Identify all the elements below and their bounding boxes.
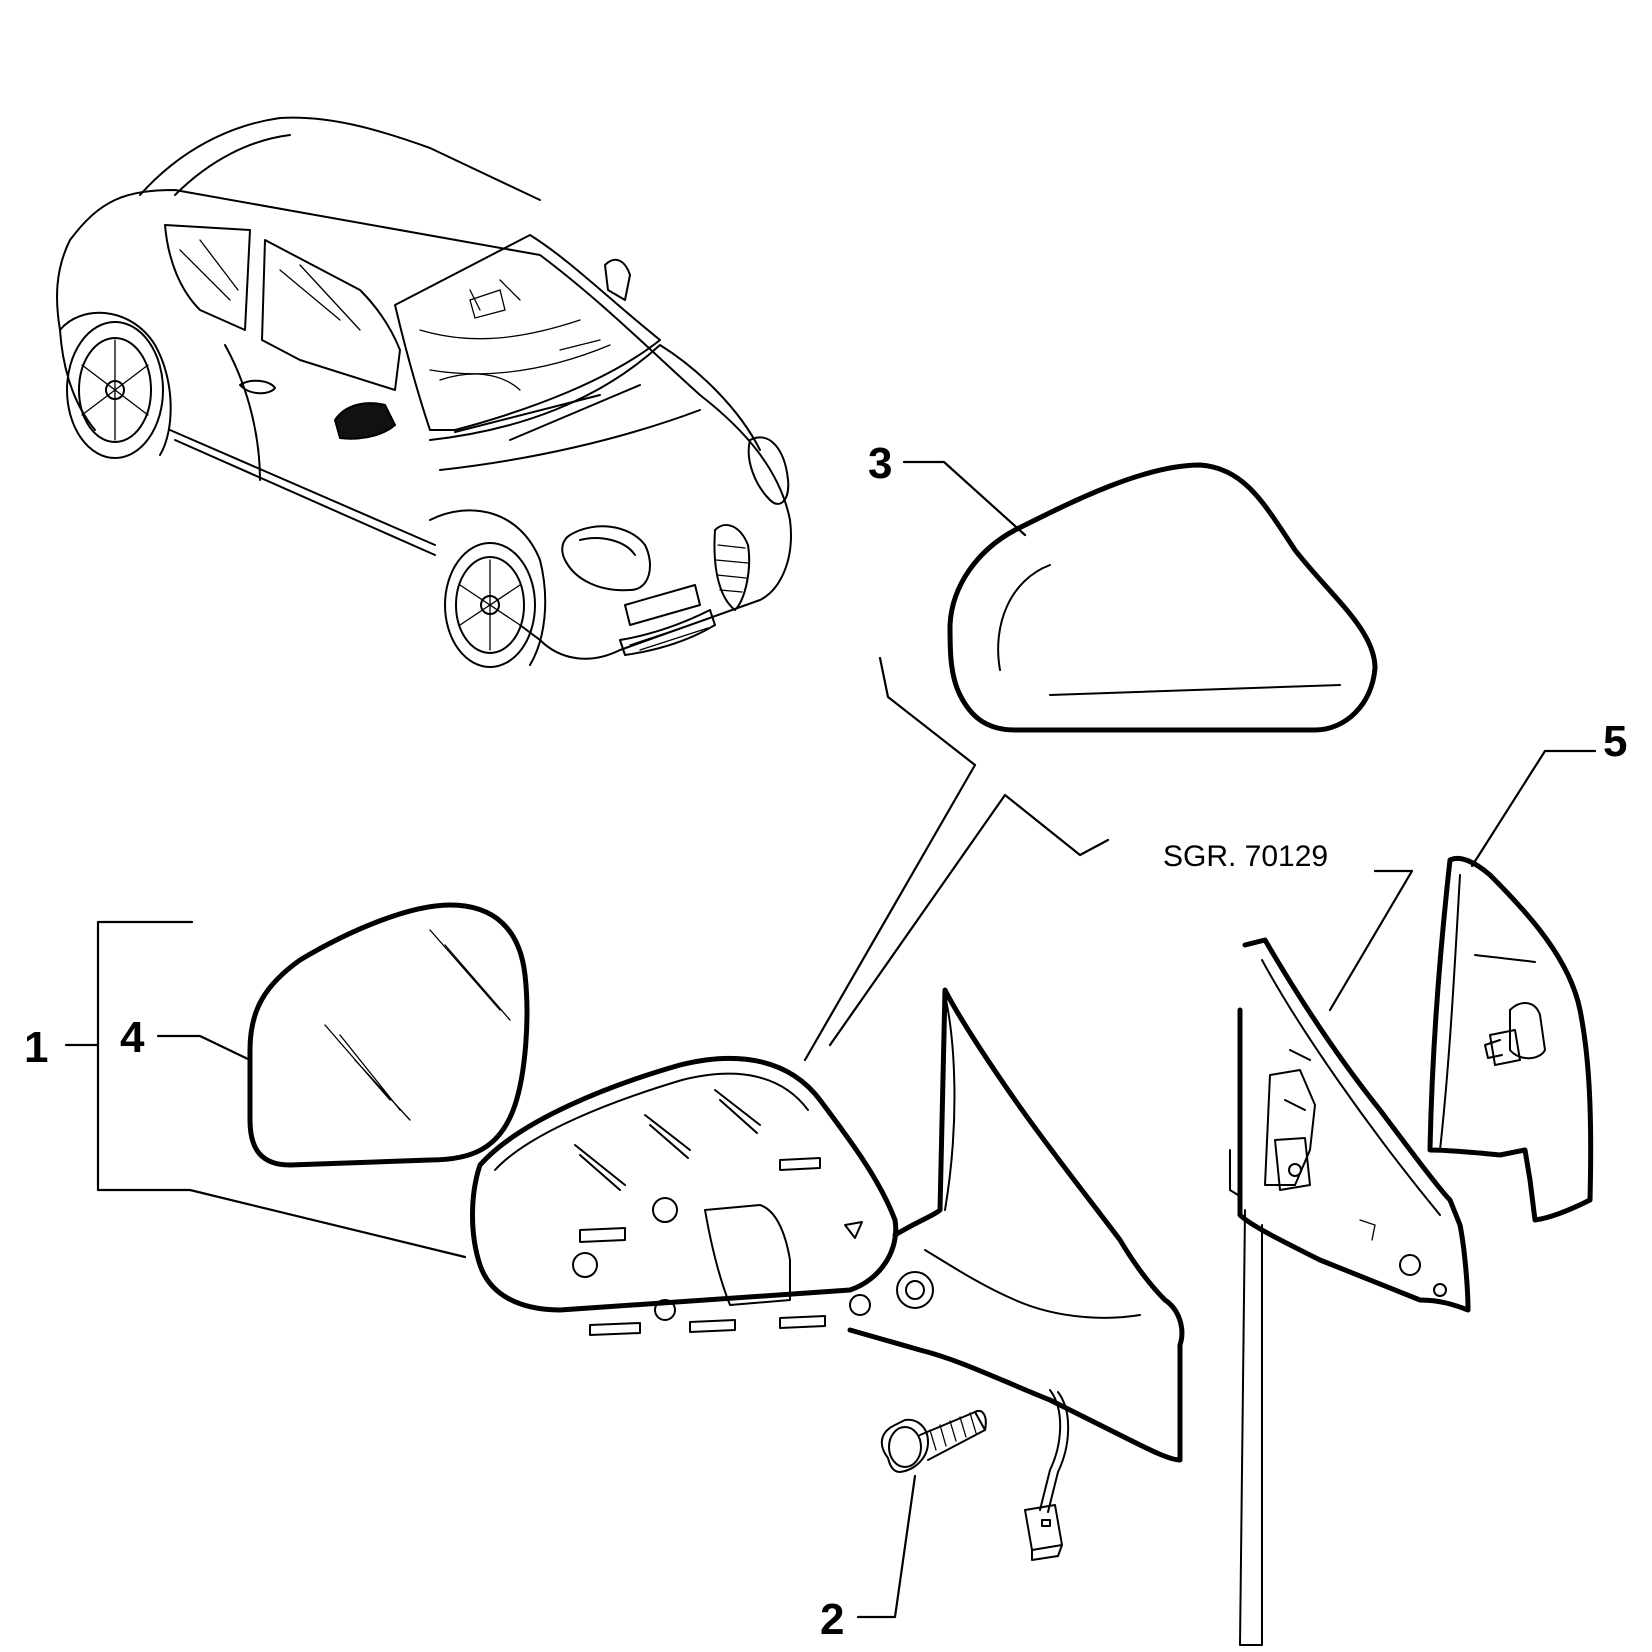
corner-cover (1427, 855, 1594, 1223)
callout-1: 1 (24, 1023, 48, 1072)
screw (880, 1410, 987, 1473)
callout-4: 4 (120, 1013, 145, 1062)
callout-3: 3 (868, 439, 892, 488)
mirror-cover (947, 462, 1378, 733)
car-illustration (56, 116, 792, 668)
door-trim-panel (1229, 937, 1471, 1646)
reference-label: SGR. 70129 (1163, 840, 1328, 873)
leader-lines (64, 460, 1597, 1619)
mirror-housing (470, 987, 1185, 1561)
mirror-glass (247, 902, 530, 1168)
callout-5: 5 (1603, 717, 1627, 766)
callout-2: 2 (820, 1595, 844, 1644)
